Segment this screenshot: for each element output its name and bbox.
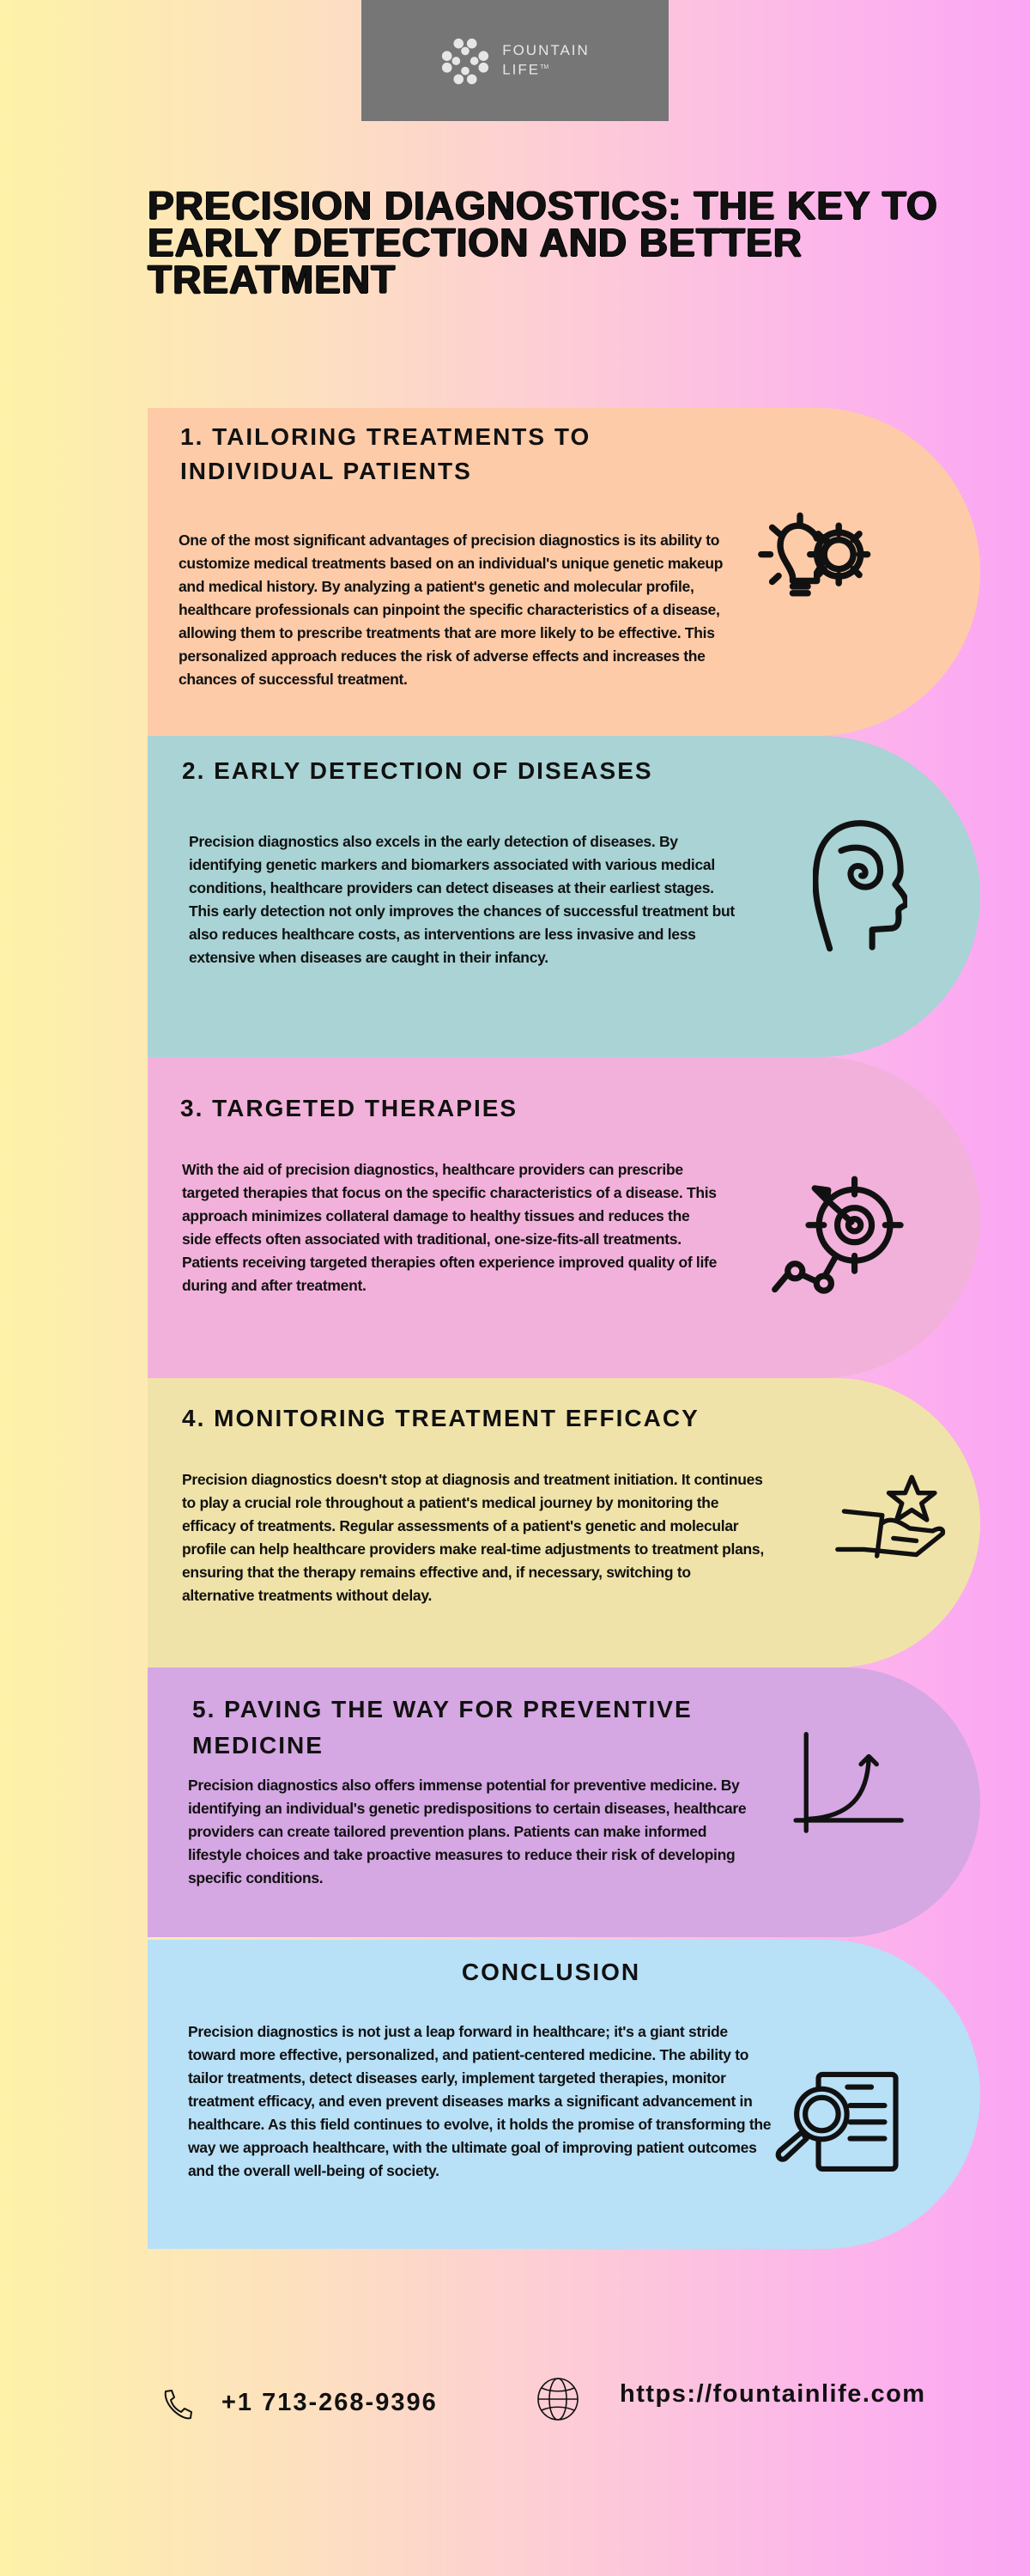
section-heading: 3. TARGETED THERAPIES bbox=[180, 1095, 518, 1121]
section-card-early-detection: 2. EARLY DETECTION OF DISEASES Precision… bbox=[148, 736, 980, 1057]
target-arrow-icon bbox=[766, 1160, 937, 1315]
section-card-preventive-medicine: 5. PAVING THE WAY FOR PREVENTIVE MEDICIN… bbox=[148, 1668, 980, 1937]
head-spiral-icon bbox=[812, 803, 910, 966]
section-heading: 2. EARLY DETECTION OF DISEASES bbox=[182, 757, 653, 784]
section-heading: CONCLUSION bbox=[461, 1959, 641, 1985]
brand-name-line1: FOUNTAIN bbox=[502, 42, 590, 59]
website-link[interactable]: https://fountainlife.com bbox=[620, 2380, 926, 2408]
section-heading: 5. PAVING THE WAY FOR PREVENTIVE MEDICIN… bbox=[192, 1696, 693, 1759]
section-body: Precision diagnostics also excels in the… bbox=[189, 833, 735, 966]
trademark: TM bbox=[540, 64, 549, 71]
brand-name: FOUNTAIN LIFETM bbox=[502, 42, 590, 79]
globe-icon bbox=[537, 2378, 579, 2421]
brand-name-line2: LIFE bbox=[502, 61, 541, 78]
section-card-conclusion: CONCLUSION Precision diagnostics is not … bbox=[148, 1940, 980, 2249]
document-magnifier-icon bbox=[766, 2051, 937, 2206]
section-body: With the aid of precision diagnostics, h… bbox=[182, 1161, 718, 1294]
section-body: One of the most significant advantages o… bbox=[179, 532, 724, 688]
hand-star-icon bbox=[821, 1464, 959, 1576]
growth-chart-icon bbox=[783, 1725, 929, 1856]
section-body: Precision diagnostics doesn't stop at di… bbox=[182, 1471, 764, 1604]
section-card-targeted-therapies: 3. TARGETED THERAPIES With the aid of pr… bbox=[148, 1057, 980, 1378]
section-heading: 4. MONITORING TREATMENT EFFICACY bbox=[182, 1405, 700, 1431]
phone-icon bbox=[164, 2390, 192, 2420]
section-card-monitoring: 4. MONITORING TREATMENT EFFICACY Precisi… bbox=[148, 1378, 980, 1668]
section-card-tailoring: 1. TAILORING TREATMENTS TO INDIVIDUAL PA… bbox=[148, 408, 980, 736]
lightbulb-gear-icon bbox=[748, 492, 894, 612]
logo-banner: FOUNTAIN LIFETM bbox=[361, 0, 669, 121]
phone-number[interactable]: +1 713-268-9396 bbox=[221, 2389, 438, 2416]
page-title: PRECISION DIAGNOSTICS: THE KEY TO EARLY … bbox=[148, 183, 938, 301]
section-heading: 1. TAILORING TREATMENTS TO INDIVIDUAL PA… bbox=[180, 423, 591, 484]
section-body: Precision diagnostics also offers immens… bbox=[188, 1777, 747, 1886]
section-body: Precision diagnostics is not just a leap… bbox=[188, 2023, 772, 2179]
fountain-life-logo-icon bbox=[442, 38, 489, 84]
